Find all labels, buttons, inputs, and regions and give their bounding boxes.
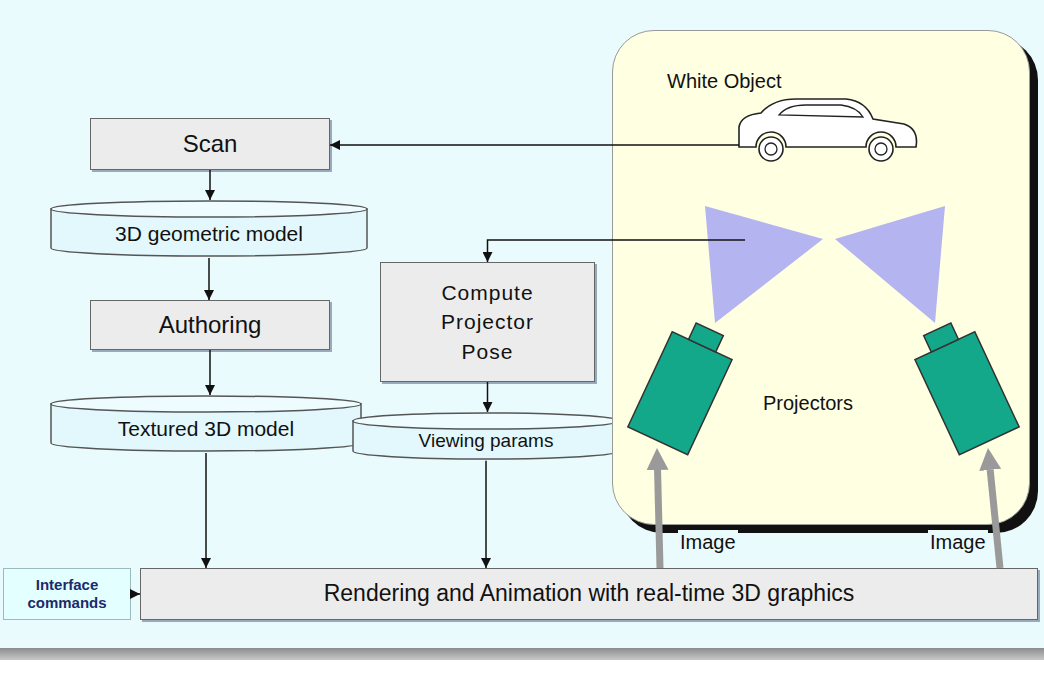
process-box: Compute Projector Pose: [380, 262, 595, 382]
projector-icon: [907, 315, 1019, 454]
data-store: 3D geometric model: [50, 200, 368, 258]
cylinder-top: [51, 201, 367, 217]
node-label: Rendering and Animation with real-time 3…: [324, 580, 855, 608]
node-label: Viewing params: [419, 430, 554, 453]
data-store: Viewing params: [352, 412, 620, 461]
bottom-margin: [0, 660, 1044, 697]
image-arrow: [658, 470, 660, 568]
node-label: Interface commands: [17, 576, 117, 612]
white-object: White Object: [661, 69, 921, 169]
node-label: White Object: [667, 69, 781, 93]
process-box: Authoring: [90, 300, 330, 350]
process-box: Rendering and Animation with real-time 3…: [140, 568, 1038, 620]
node-label: Textured 3D model: [118, 416, 294, 441]
node-label: Compute Projector Pose: [425, 278, 550, 366]
edge-label: Image: [678, 530, 738, 554]
input-box: Interface commands: [3, 568, 131, 620]
node-label: Authoring: [159, 311, 262, 340]
light-cone: [705, 206, 823, 323]
node-label: Scan: [183, 130, 238, 159]
flow-arrow: [485, 461, 487, 568]
edge-label: Image: [928, 530, 988, 554]
node-label: Projectors: [763, 391, 853, 415]
flow-arrow: [209, 170, 211, 200]
projector-icon: [628, 315, 740, 454]
data-store: Textured 3D model: [50, 395, 362, 453]
projection-stage: Projectors White Object: [612, 30, 1030, 525]
cylinder-top: [353, 413, 619, 429]
flow-arrow: [488, 240, 746, 262]
light-cone: [835, 206, 945, 323]
bottom-bar: [0, 648, 1044, 660]
flow-arrow: [205, 453, 207, 568]
image-arrow: [990, 470, 1000, 568]
ground: [0, 0, 1044, 648]
flow-arrow: [208, 258, 210, 300]
flow-arrow: [131, 593, 140, 595]
process-box: Scan: [90, 118, 330, 170]
flow-arrow: [330, 144, 739, 146]
node-label: 3D geometric model: [115, 221, 303, 246]
cylinder-top: [51, 396, 361, 412]
flow-arrow: [487, 382, 489, 412]
flow-arrow: [209, 350, 211, 395]
